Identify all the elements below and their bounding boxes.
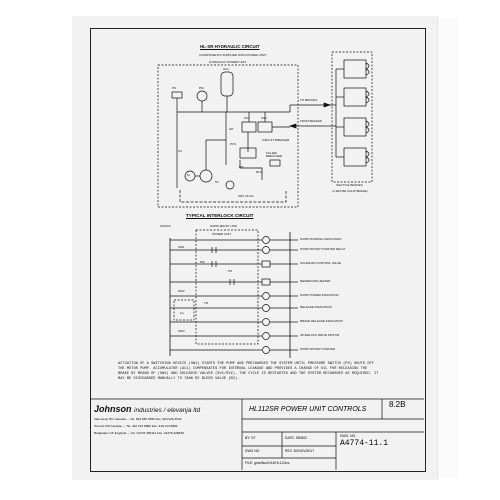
label-pm: PM — [199, 86, 204, 90]
date-field: DATE: 950502 — [285, 436, 307, 440]
legend-item: BRAKE RELEASE INDICATION — [300, 319, 343, 323]
label-ps: PS — [172, 86, 177, 90]
rev-field: REV. 30/NOV/2017 — [285, 449, 314, 453]
adjacent-page-edge — [437, 17, 458, 479]
interlock-la: LA — [180, 311, 184, 315]
legend-item: RELEASE INDICATION — [300, 305, 332, 309]
interlock-sw2: SW2 — [178, 289, 185, 293]
date-value: 950502 — [295, 436, 308, 440]
operating-note: ACTUATION OF A SWITCHING DEVICE (SW1) ST… — [118, 362, 379, 382]
label-ac1: AC1 — [223, 67, 229, 71]
address-line: Vancouver BC Canada — Tel. 604 946 4555 … — [94, 417, 182, 421]
label-mat-plug: MAT. PLUG — [238, 194, 254, 198]
rev-value: 30/NOV/2017 — [293, 449, 315, 453]
legend-item: PUMP RUNNING INDICATION — [300, 237, 342, 241]
section-code: 8.2B — [389, 400, 406, 409]
interlock-ms: MS — [200, 260, 205, 264]
interlock-voltage: 120VAC — [160, 224, 171, 228]
label-motor: M — [187, 173, 190, 177]
label-sv1: SV1 — [244, 116, 250, 120]
date-label: DATE: — [285, 436, 295, 440]
company-logo: Johnson industries / elevanja ltd — [94, 404, 200, 414]
legend-item: PUMP POWER INDICATION — [300, 293, 339, 297]
interlock-supplied: SUPPLIED BY USR — [210, 224, 237, 228]
label-cv: CV — [178, 149, 183, 153]
by-field: BY: ST — [245, 436, 256, 440]
power-unit-boundary — [157, 64, 299, 208]
file-value: gme/8cu/H14/HL112src — [254, 461, 290, 465]
interlock-power-unit-boundary — [195, 229, 259, 345]
label-sv2: SV2 — [261, 116, 267, 120]
shuttle-brakes-boundary — [331, 51, 373, 183]
valve-sv2 — [257, 121, 273, 133]
interlock-power-unit-label: POWER UNIT — [212, 232, 232, 236]
company-suffix: industries / elevanja ltd — [134, 407, 201, 414]
accumulator-ac1 — [220, 71, 234, 97]
drawing-frame — [90, 28, 426, 472]
hydraulic-circuit-subtitle: (COMPONENTS SUPPLIED WITH POWER UNIT) — [199, 53, 267, 57]
valve-sv1 — [241, 121, 257, 133]
dwg-label: DWG. NO. — [340, 434, 357, 438]
file-label: FILE: — [245, 461, 254, 465]
product-title: HL112SR POWER UNIT CONTROLS — [249, 406, 367, 413]
company-name: Johnson — [94, 404, 132, 414]
label-from-brakes: FROM BRAKES — [300, 119, 322, 123]
interlock-sw1: SW1 — [178, 245, 185, 249]
label-gp: GP — [229, 127, 234, 131]
label-to-brakes: TO BRAKES — [300, 98, 318, 102]
interlock-tr: TR — [204, 301, 208, 305]
pump — [199, 169, 213, 183]
document-sheet — [73, 17, 437, 479]
company-addresses: Vancouver BC Canada — Tel. 604 946 4555 … — [94, 416, 234, 438]
address-line: Bridgwater UK England — Tel. 01278 45041… — [94, 431, 184, 436]
hydraulic-power-unit-label: HYDRAULIC POWER UNIT — [209, 60, 247, 64]
file-field: FILE: gme/8cu/H14/HL112src — [245, 461, 289, 465]
drawing-number: A4774-11.1 — [340, 439, 389, 448]
legend-item: PUMP MOTOR STARTER RELAY — [300, 247, 346, 251]
by-label: BY: — [245, 436, 251, 440]
pressure-gauge — [196, 90, 208, 102]
legend-item: SOLENOID CONTROL VALVE — [300, 261, 341, 265]
label-filler-breather: FILLER/ BREATHER — [266, 151, 283, 158]
label-pcs: PCS — [230, 142, 237, 146]
interlock-sw3: SW3 — [178, 329, 185, 333]
label-ms: MS — [239, 165, 244, 169]
by-value: ST — [251, 436, 256, 440]
address-line: Toronto ON Canada — Tel. 416 213 8880 Fa… — [94, 424, 178, 429]
legend-item: INTERLOCK DRIVE MOTOR — [300, 333, 340, 337]
label-rls: RLS — [256, 170, 262, 174]
label-shuttle-brakes: SHUTTLE BRAKES — [336, 183, 363, 187]
rev-label: REV. — [285, 449, 294, 453]
interlock-circuit-title: TYPICAL INTERLOCK CIRCUIT — [186, 213, 254, 218]
dwg-no-label: DWG NO. — [245, 449, 261, 453]
interlock-ps: PS — [228, 269, 233, 273]
legend-item: PUMP MOTOR STARTER — [300, 347, 336, 351]
hydraulic-circuit-title: HL-SR HYDRAULIC CIRCUIT — [200, 44, 260, 49]
label-circuit-breaker: CIRCUIT BREAKER — [262, 138, 290, 142]
label-shuttle-sub: (4 1EX460 CALIP BRAKE) — [332, 189, 368, 193]
legend-item: RESERVOIR HEATER — [300, 279, 331, 283]
label-st: ST — [215, 180, 219, 184]
